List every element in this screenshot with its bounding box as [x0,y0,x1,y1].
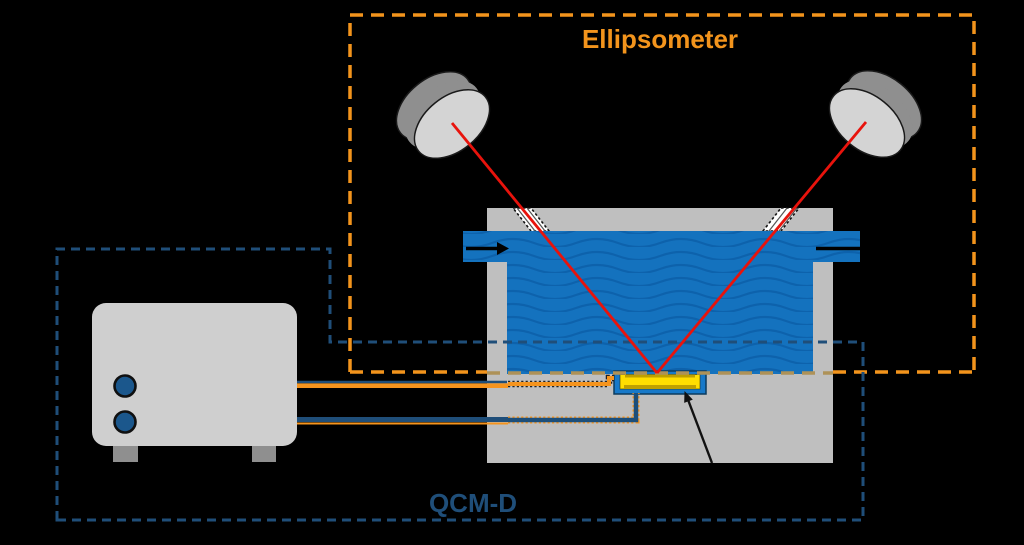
optical-window-left-pane-line [516,207,536,232]
sensor-pointer-head [684,391,693,403]
cable-top-orange-in-chamber [508,376,614,386]
flow-outlet-arrow-icon [816,242,873,255]
optical-window-right-pane-line [768,207,788,232]
optical-window-right-pane-line [778,207,798,232]
ellipsometer-box-outline [348,13,976,372]
inlet-arrow-head [497,242,509,255]
unit-foot-right [252,446,276,462]
ellipsometer-boundary-box [348,13,976,375]
cable-bottom-navy-in-chamber [508,393,639,423]
flow-inlet-arrow-icon [466,242,509,255]
ellipsometer-label: Ellipsometer [582,24,738,54]
chamber-wall-right [813,262,833,463]
sensor-electrode-bottom [624,385,696,389]
connector-port-top [113,374,137,398]
qcmd-label: QCM-D [429,488,517,518]
qcmd-electronics-unit [92,303,297,462]
outlet-arrow-head [861,242,873,255]
sensor-electrode-top [625,374,695,378]
unit-foot-left [113,446,138,462]
qcmd-boundary-box [55,247,865,522]
laser-beam-reflected [655,121,868,374]
laser-beam-incident [450,122,659,374]
liquid-bath [507,231,814,374]
sensor-pointer-shaft [687,400,714,464]
sensor-pointer-arrow-icon [684,391,714,464]
connector-port-bottom [113,410,137,434]
mirror-right-face [828,88,906,158]
flow-cell-lid [487,208,833,231]
chamber-wall-left [487,262,507,463]
electronics-unit-body [92,303,297,446]
optical-window-left-pane-line [526,207,546,232]
